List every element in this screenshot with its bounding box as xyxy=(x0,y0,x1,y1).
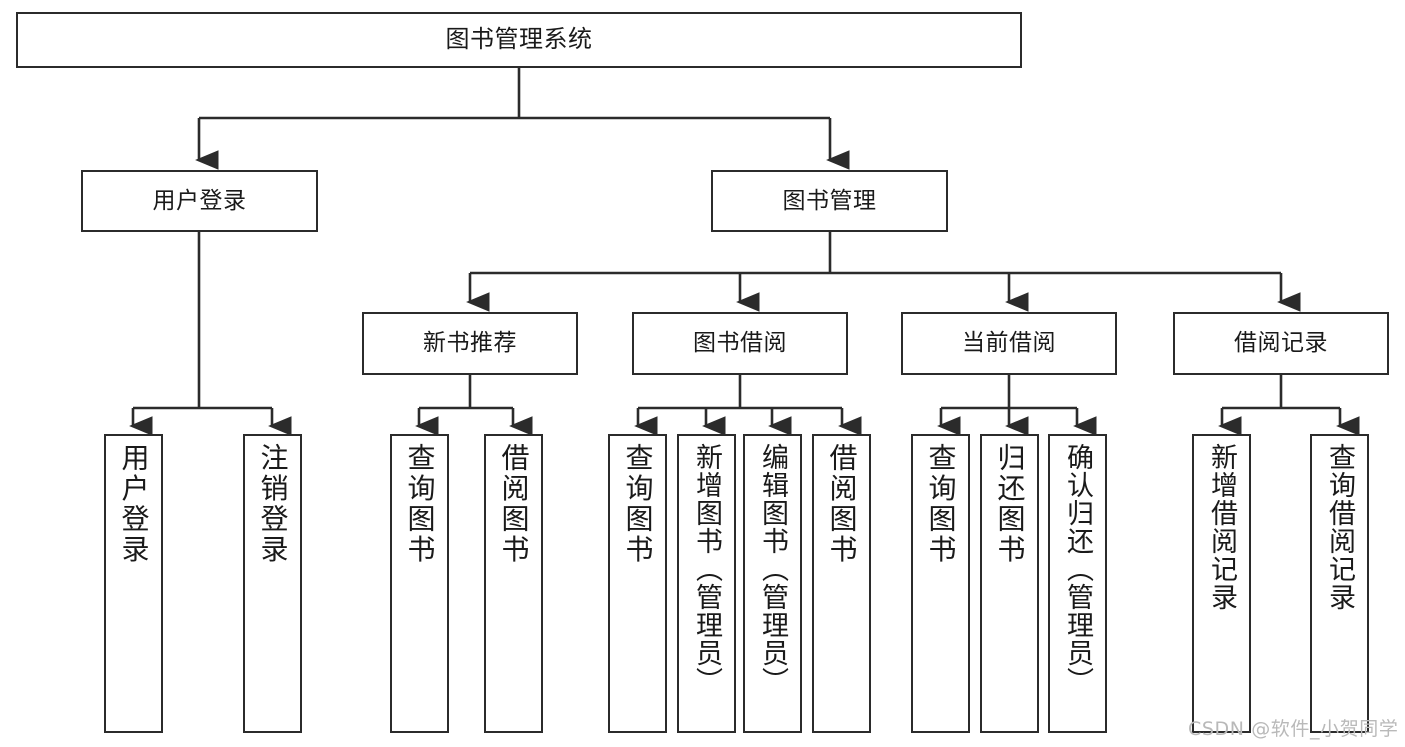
node-label: 查询借阅记录 xyxy=(1324,443,1355,611)
node-label: 借阅记录 xyxy=(1234,330,1328,357)
leaf-borrow-query-book[interactable]: 查询图书 xyxy=(608,434,667,733)
csdn-watermark: CSDN @软件_小贺同学 xyxy=(1188,718,1399,740)
leaf-borrow-add-book-admin[interactable]: 新增图书（管理员） xyxy=(677,434,736,733)
node-borrow-record[interactable]: 借阅记录 xyxy=(1173,312,1389,375)
leaf-new-book-query[interactable]: 查询图书 xyxy=(390,434,449,733)
node-label: 图书管理 xyxy=(782,187,877,214)
leaf-borrow-edit-book-admin[interactable]: 编辑图书（管理员） xyxy=(743,434,802,733)
leaf-borrow-borrow-book[interactable]: 借阅图书 xyxy=(812,434,871,733)
leaf-user-logout-action[interactable]: 注销登录 xyxy=(243,434,302,733)
node-book-management[interactable]: 图书管理 xyxy=(711,170,948,232)
leaf-current-query-book[interactable]: 查询图书 xyxy=(911,434,970,733)
leaf-current-return-book[interactable]: 归还图书 xyxy=(980,434,1039,733)
node-label: 图书管理系统 xyxy=(445,25,593,54)
node-label: 借阅图书 xyxy=(825,443,859,565)
node-label: 新增图书（管理员） xyxy=(691,443,722,695)
node-new-book-recommendation[interactable]: 新书推荐 xyxy=(362,312,578,375)
node-label: 查询图书 xyxy=(403,443,437,565)
node-label: 归还图书 xyxy=(993,443,1027,565)
leaf-current-confirm-return-admin[interactable]: 确认归还（管理员） xyxy=(1048,434,1107,733)
leaf-record-add-borrow-record[interactable]: 新增借阅记录 xyxy=(1192,434,1251,733)
node-label: 图书借阅 xyxy=(693,330,787,357)
leaf-new-book-borrow[interactable]: 借阅图书 xyxy=(484,434,543,733)
node-label: 借阅图书 xyxy=(497,443,531,565)
leaf-record-query-borrow-record[interactable]: 查询借阅记录 xyxy=(1310,434,1369,733)
leaf-user-login-action[interactable]: 用户登录 xyxy=(104,434,163,733)
node-current-borrow[interactable]: 当前借阅 xyxy=(901,312,1117,375)
node-book-borrow[interactable]: 图书借阅 xyxy=(632,312,848,375)
node-label: 查询图书 xyxy=(924,443,958,565)
node-label: 用户登录 xyxy=(152,187,247,214)
node-label: 确认归还（管理员） xyxy=(1062,443,1093,695)
node-label: 用户登录 xyxy=(117,443,151,565)
node-label: 编辑图书（管理员） xyxy=(757,443,788,695)
node-label: 新书推荐 xyxy=(423,330,517,357)
node-label: 新增借阅记录 xyxy=(1206,443,1237,611)
node-root-system[interactable]: 图书管理系统 xyxy=(16,12,1022,68)
node-label: 查询图书 xyxy=(621,443,655,565)
node-label: 当前借阅 xyxy=(962,330,1056,357)
node-user-login[interactable]: 用户登录 xyxy=(81,170,318,232)
node-label: 注销登录 xyxy=(256,443,290,565)
